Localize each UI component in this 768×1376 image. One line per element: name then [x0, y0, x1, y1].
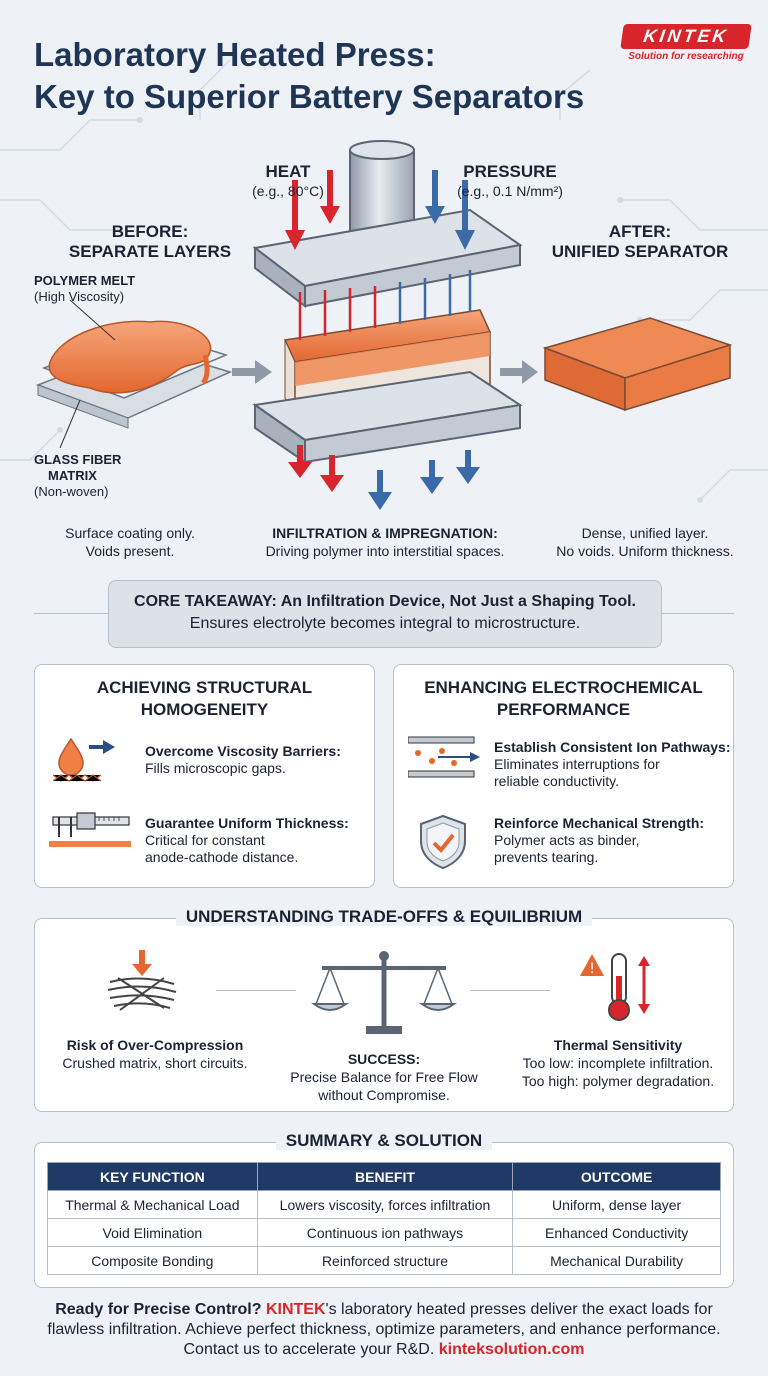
- table-cell: Thermal & Mechanical Load: [47, 1190, 258, 1219]
- table-row: Void Elimination Continuous ion pathways…: [47, 1218, 721, 1247]
- before-caption: Surface coating only. Voids present.: [65, 525, 195, 559]
- droplet-icon: [53, 737, 115, 782]
- table-header-row: KEY FUNCTION BENEFIT OUTCOME: [47, 1162, 721, 1191]
- structural-panel: ACHIEVING STRUCTURAL HOMOGENEITY Overcom…: [34, 664, 375, 888]
- title-line-1: Laboratory Heated Press:: [34, 36, 436, 73]
- electro-title: ENHANCING ELECTROCHEMICAL PERFORMANCE: [424, 678, 703, 719]
- table-cell: Enhanced Conductivity: [512, 1218, 721, 1247]
- cta-line-2: flawless infiltration. Achieve perfect t…: [47, 1321, 721, 1338]
- after-title: AFTER: UNIFIED SEPARATOR: [551, 222, 729, 261]
- cta-line1-rest: 's laboratory heated presses deliver the…: [325, 1301, 713, 1318]
- tradeoffs-title: UNDERSTANDING TRADE-OFFS & EQUILIBRIUM: [175, 907, 593, 926]
- thermometer-icon: !: [580, 953, 650, 1021]
- logo-tagline: Solution for researching: [628, 51, 744, 62]
- before-layers-icon: [35, 320, 233, 429]
- press-illustration: [35, 140, 733, 510]
- electrochemical-panel: ENHANCING ELECTROCHEMICAL PERFORMANCE Es…: [393, 664, 734, 888]
- cta-line-1: Ready for Precise Control? KINTEK's labo…: [0, 1300, 768, 1320]
- tradeoff-line-right: [470, 990, 550, 991]
- ion-pathway-icon: [408, 736, 480, 778]
- logo-wordmark: KINTEK: [620, 24, 752, 49]
- cta-website-link[interactable]: kinteksolution.com: [438, 1341, 585, 1358]
- structural-item-viscosity: Overcome Viscosity Barriers: Fills micro…: [145, 743, 341, 776]
- balance-scale-icon: [310, 951, 458, 1034]
- col-benefit: BENEFIT: [256, 1162, 514, 1191]
- summary-table-wrap: KEY FUNCTION BENEFIT OUTCOME Thermal & M…: [47, 1162, 721, 1275]
- call-to-action: Ready for Precise Control? KINTEK's labo…: [0, 1300, 768, 1360]
- takeaway-title: CORE TAKEAWAY: An Infiltration Device, N…: [134, 593, 636, 610]
- tradeoff-line-left: [216, 990, 296, 991]
- col-key-function: KEY FUNCTION: [47, 1162, 258, 1191]
- top-platen: [252, 208, 523, 309]
- structural-title: ACHIEVING STRUCTURAL HOMOGENEITY: [96, 678, 313, 719]
- kintek-logo[interactable]: KINTEK Solution for researching: [620, 24, 752, 62]
- thermal-sensitivity: Thermal Sensitivity Too low: incomplete …: [521, 1037, 715, 1089]
- summary-title: SUMMARY & SOLUTION: [275, 1131, 493, 1150]
- shield-check-icon: [420, 814, 466, 870]
- success-balance: SUCCESS: Precise Balance for Free Flow w…: [290, 1051, 478, 1103]
- heat-label: HEAT (e.g., 80°C): [252, 162, 324, 199]
- pressure-arrows-icon: [368, 170, 480, 510]
- takeaway-sub: Ensures electrolyte becomes integral to …: [189, 615, 581, 632]
- table-cell: Reinforced structure: [256, 1246, 514, 1275]
- cta-question: Ready for Precise Control?: [55, 1301, 262, 1318]
- table-cell: Mechanical Durability: [512, 1246, 721, 1275]
- summary-title-wrap: SUMMARY & SOLUTION: [34, 1131, 734, 1151]
- electro-item-mechanical-strength: Reinforce Mechanical Strength: Polymer a…: [494, 815, 705, 865]
- risk-over-compression: Risk of Over-Compression Crushed matrix,…: [62, 1037, 248, 1071]
- table-cell: Uniform, dense layer: [512, 1190, 721, 1219]
- svg-text:!: !: [589, 961, 595, 977]
- glass-fiber-label: GLASS FIBER MATRIX (Non-woven): [34, 452, 122, 499]
- tradeoffs-title-wrap: UNDERSTANDING TRADE-OFFS & EQUILIBRIUM: [34, 907, 734, 927]
- table-cell: Void Elimination: [47, 1218, 258, 1247]
- before-title: BEFORE: SEPARATE LAYERS: [68, 222, 232, 261]
- core-takeaway-box: CORE TAKEAWAY: An Infiltration Device, N…: [108, 580, 662, 648]
- pressure-label: PRESSURE (e.g., 0.1 N/mm²): [457, 162, 563, 199]
- table-cell: Continuous ion pathways: [256, 1218, 514, 1247]
- table-cell: Lowers viscosity, forces infiltration: [256, 1190, 514, 1219]
- center-caption: INFILTRATION & IMPREGNATION: Driving pol…: [265, 525, 505, 559]
- unified-separator-icon: [542, 317, 733, 412]
- table-row: Thermal & Mechanical Load Lowers viscosi…: [47, 1190, 721, 1219]
- after-caption: Dense, unified layer. No voids. Uniform …: [556, 525, 734, 559]
- bottom-platen: [252, 370, 523, 464]
- table-row: Composite Bonding Reinforced structure M…: [47, 1246, 721, 1275]
- title-line-2: Key to Superior Battery Separators: [34, 78, 585, 115]
- heat-arrows-icon: [285, 170, 344, 492]
- col-outcome: OUTCOME: [512, 1162, 721, 1191]
- summary-table: KEY FUNCTION BENEFIT OUTCOME Thermal & M…: [47, 1162, 721, 1275]
- electro-item-ion-pathways: Establish Consistent Ion Pathways: Elimi…: [494, 739, 731, 789]
- page-title: Laboratory Heated Press: Key to Superior…: [34, 34, 584, 118]
- cta-line-3: Contact us to accelerate your R&D. kinte…: [183, 1341, 585, 1358]
- polymer-melt-label: POLYMER MELT (High Viscosity): [34, 273, 136, 304]
- over-compression-icon: [107, 950, 177, 1011]
- table-cell: Composite Bonding: [47, 1246, 258, 1275]
- cta-brand: KINTEK: [265, 1301, 326, 1318]
- structural-item-thickness: Guarantee Uniform Thickness: Critical fo…: [145, 815, 349, 865]
- caliper-icon: [49, 812, 131, 847]
